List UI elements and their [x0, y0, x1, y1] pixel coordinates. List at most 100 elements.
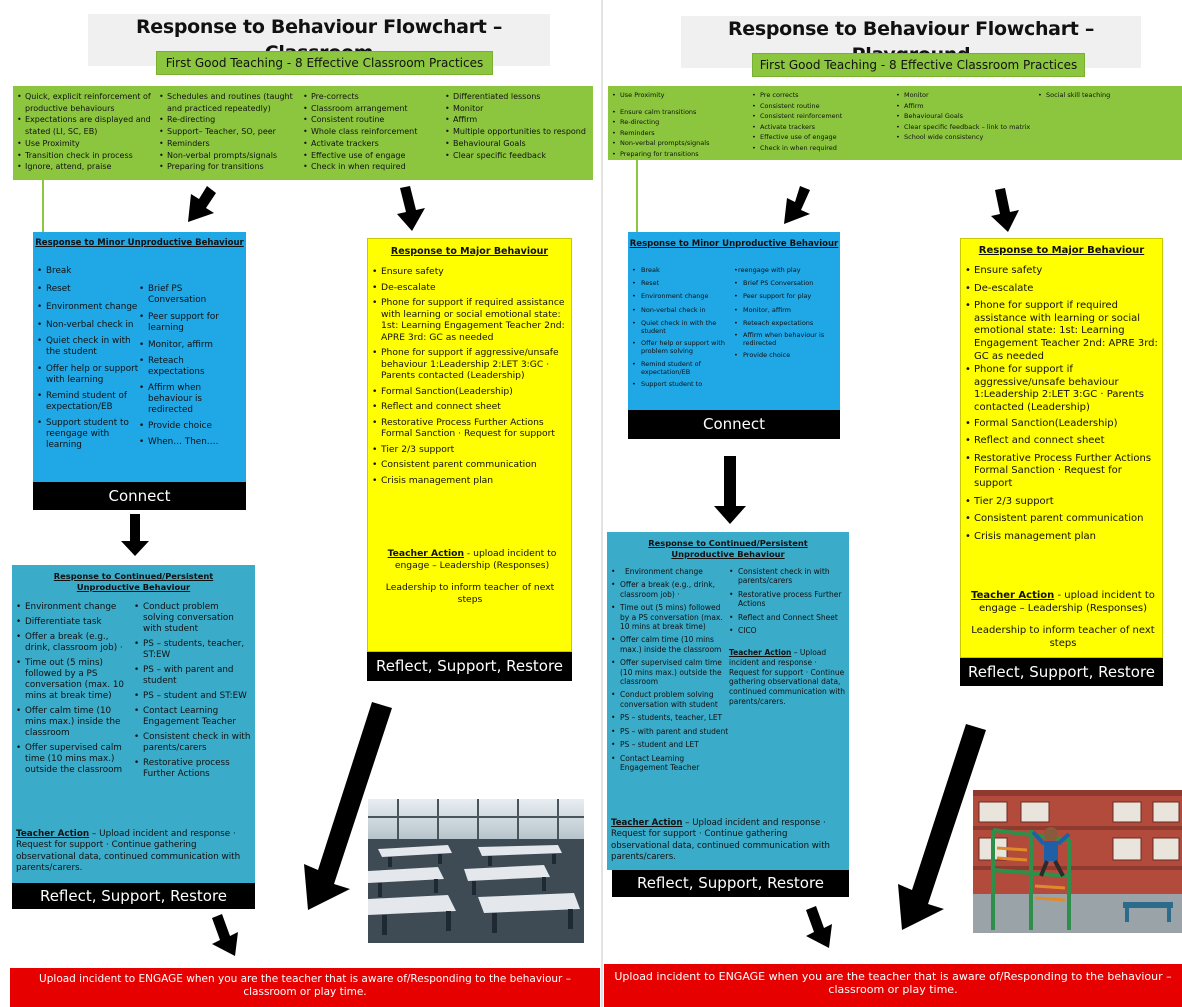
left-major-bar: Reflect, Support, Restore — [367, 652, 572, 681]
practice-item: Effective use of engage — [752, 132, 892, 143]
arrow-down-icon — [898, 724, 986, 930]
practice-item: Schedules and routines (taught and pract… — [159, 91, 301, 114]
persistent-item: Offer calm time (10 mins max.) inside th… — [16, 706, 134, 739]
minor-item: Remind student of expectation/EB — [632, 360, 736, 376]
practice-item: Pre-corrects — [303, 91, 443, 103]
practice-item: Re-directing — [159, 114, 301, 126]
arrow-down-icon — [121, 514, 149, 556]
left-persistent-box: Response to Continued/Persistent Unprodu… — [12, 565, 255, 883]
practice-item: Pre corrects — [752, 90, 892, 101]
minor-item: Peer support for play — [734, 292, 838, 300]
minor-item: Environment change — [37, 302, 141, 313]
teacher-action-label: Teacher Action — [16, 829, 90, 839]
arrow-down-icon — [397, 186, 425, 231]
practice-item: Reminders — [159, 138, 301, 150]
minor-item: Monitor, affirm — [139, 340, 243, 351]
left-major-teacher-action: Teacher Action - upload incident to enga… — [382, 548, 562, 572]
left-persistent-heading: Response to Continued/Persistent Unprodu… — [53, 571, 214, 592]
persistent-item: CICO — [729, 626, 847, 636]
practice-item: Non-verbal prompts/signals — [159, 150, 301, 162]
practice-item: Non-verbal prompts/signals — [612, 138, 752, 149]
teacher-action-text: – Upload incident and response · Request… — [611, 818, 831, 862]
persistent-item: PS – with parent and student — [611, 727, 731, 737]
practice-item: Support– Teacher, SO, peer — [159, 126, 301, 138]
minor-item: Non-verbal check in — [37, 320, 141, 331]
practice-item: Clear specific feedback – link to matrix — [896, 122, 1036, 133]
practice-item: Classroom arrangement — [303, 103, 443, 115]
right-persistent-col-2: Consistent check in with parents/carers … — [729, 567, 847, 636]
persistent-item: Contact Learning Engagement Teacher — [134, 706, 252, 728]
right-minor-heading: Response to Minor Unproductive Behaviour — [629, 239, 839, 249]
persistent-item: Time out (5 mins) followed by a PS conve… — [16, 658, 134, 702]
minor-item: reengage with play — [734, 266, 838, 274]
major-item: Phone for support if required assistance… — [372, 297, 568, 343]
right-major-teacher-action: Teacher Action - upload incident to enga… — [967, 589, 1159, 615]
persistent-item: Offer supervised calm time (10 mins max.… — [16, 743, 134, 776]
persistent-item: PS – student and LET — [611, 740, 731, 750]
left-major-heading: Response to Major Behaviour — [390, 246, 549, 257]
persistent-item: Conduct problem solving conversation wit… — [611, 690, 731, 709]
left-persistent-col-2: Conduct problem solving conversation wit… — [134, 602, 252, 780]
right-minor-col-2: reengage with play Brief PS Conversation… — [734, 266, 838, 360]
practice-item: Consistent routine — [303, 114, 443, 126]
classroom-photo-image — [368, 799, 584, 943]
minor-item: Quiet check in with the student — [632, 319, 736, 335]
right-major-heading: Response to Major Behaviour — [978, 245, 1145, 256]
right-minor-box: Response to Minor Unproductive Behaviour… — [628, 232, 840, 410]
left-connect-bar: Connect — [33, 482, 246, 510]
practice-item: Consistent reinforcement — [752, 111, 892, 122]
practice-item: Quick, explicit reinforcement of product… — [17, 91, 159, 114]
arrow-down-icon — [188, 186, 216, 222]
persistent-item: Offer supervised calm time (10 mins max.… — [611, 658, 731, 686]
major-item: Ensure safety — [965, 265, 1160, 278]
minor-item: Break — [37, 266, 141, 277]
persistent-item: Restorative process Further Actions — [729, 590, 847, 609]
teacher-action-label: Teacher Action — [971, 590, 1055, 601]
practice-item: School wide consistency — [896, 132, 1036, 143]
minor-item: Reteach expectations — [139, 356, 243, 378]
minor-item: Affirm when behaviour is redirected — [139, 383, 243, 416]
left-minor-col-2: Brief PS Conversation Peer support for l… — [139, 284, 243, 448]
persistent-item: Offer calm time (10 mins max.) inside th… — [611, 635, 731, 654]
persistent-item: Time out (5 mins) followed by a PS conve… — [611, 603, 731, 631]
practice-item: Use Proximity — [612, 90, 752, 101]
teacher-action-text: - upload incident to engage – Leadership… — [394, 548, 557, 571]
minor-item: Support student to reengage with learnin… — [37, 418, 141, 451]
teacher-action-text: – Upload incident and response · Request… — [729, 648, 846, 706]
right-persistent-box: Response to Continued/Persistent Unprodu… — [607, 532, 849, 870]
left-minor-heading: Response to Minor Unproductive Behaviour — [35, 238, 244, 248]
teacher-action-text: - upload incident to engage – Leadership… — [978, 590, 1155, 614]
major-item: Formal Sanction(Leadership) — [372, 386, 568, 398]
right-minor-col-1: Break Reset Environment change Non-verba… — [632, 266, 736, 388]
minor-item: Affirm when behaviour is redirected — [734, 331, 838, 347]
left-minor-box: Response to Minor Unproductive Behaviour… — [33, 232, 246, 482]
left-fgt-header: First Good Teaching - 8 Effective Classr… — [156, 51, 493, 75]
practice-item: Effective use of engage — [303, 150, 443, 162]
right-persistent-bar: Reflect, Support, Restore — [612, 870, 849, 897]
practice-item: Differentiated lessons — [445, 91, 591, 103]
practice-item: Affirm — [445, 114, 591, 126]
minor-item: Reteach expectations — [734, 319, 838, 327]
teacher-action-label: Teacher Action — [387, 548, 464, 559]
right-footer-banner: Upload incident to ENGAGE when you are t… — [604, 964, 1182, 1007]
minor-item: Provide choice — [734, 351, 838, 359]
left-persistent-teacher-action: Teacher Action – Upload incident and res… — [16, 829, 252, 874]
practice-item: Expectations are displayed and stated (L… — [17, 114, 159, 137]
major-item: Restorative Process Further Actions Form… — [372, 417, 568, 440]
persistent-item: Offer a break (e.g., drink, classroom jo… — [611, 580, 731, 599]
persistent-item: Differentiate task — [16, 617, 134, 628]
major-item: Phone for support if aggressive/unsafe b… — [965, 364, 1160, 414]
left-persistent-bar: Reflect, Support, Restore — [12, 883, 255, 909]
arrow-down-icon — [212, 914, 238, 956]
teacher-action-label: Teacher Action — [611, 818, 683, 828]
right-major-box: Response to Major Behaviour Ensure safet… — [960, 238, 1163, 658]
major-item: Ensure safety — [372, 266, 568, 278]
minor-item: Break — [632, 266, 736, 274]
right-practices-col-2: Pre corrects Consistent routine Consiste… — [752, 90, 892, 153]
teacher-action-label: Teacher Action — [729, 648, 792, 657]
left-persistent-col-1: Environment change Differentiate task Of… — [16, 602, 134, 776]
persistent-item: Contact Learning Engagement Teacher — [611, 754, 731, 773]
major-item: Crisis management plan — [372, 475, 568, 487]
minor-item: Reset — [37, 284, 141, 295]
minor-item: Offer help or support with problem solvi… — [632, 339, 736, 355]
